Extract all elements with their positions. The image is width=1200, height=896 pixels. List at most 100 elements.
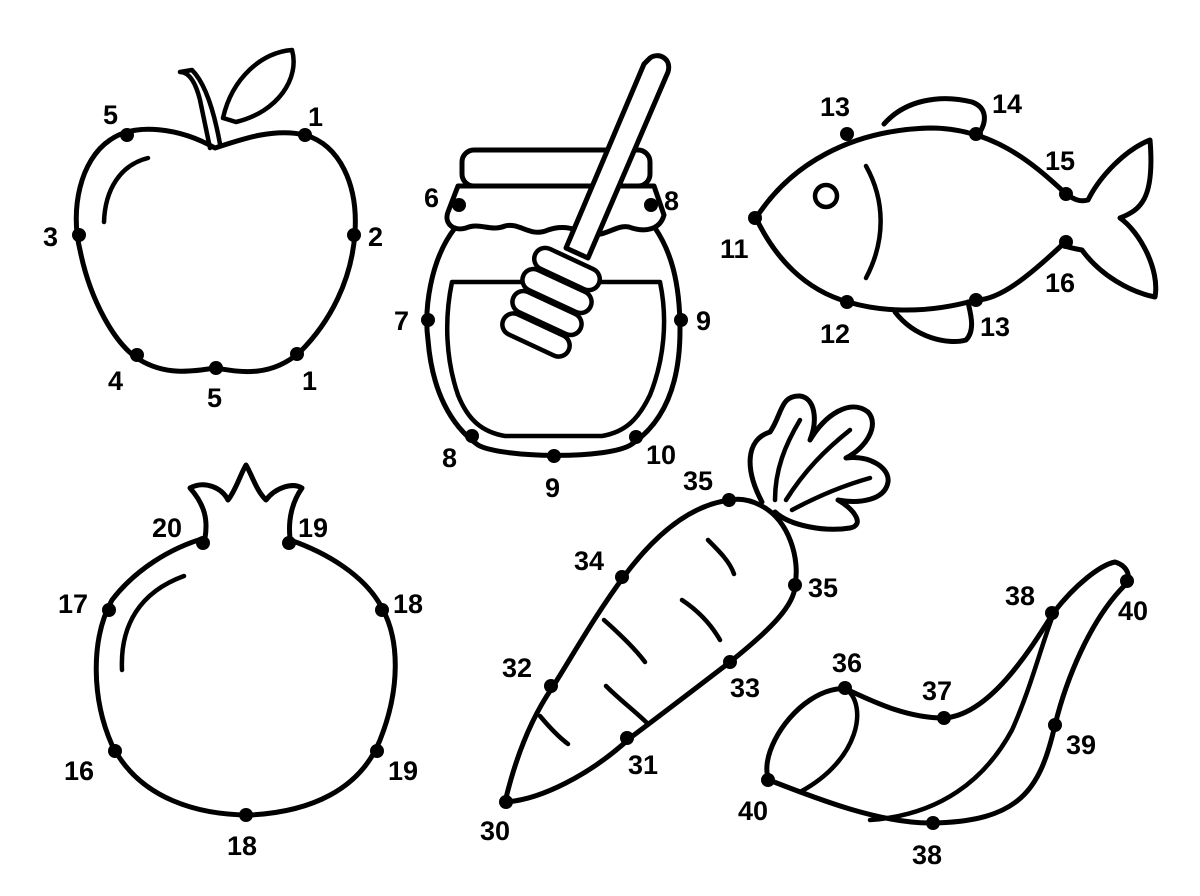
carrot-dot-32 — [544, 679, 558, 693]
shofar-label-36: 36 — [832, 648, 862, 678]
pom-dot-19-top — [282, 536, 296, 550]
shofar-label-37: 37 — [922, 676, 952, 706]
fish-label-15: 15 — [1045, 146, 1075, 176]
fish-body — [753, 125, 1159, 313]
apple-shine — [101, 155, 151, 225]
pom-label-16: 16 — [64, 756, 94, 786]
shofar-label-38-top: 38 — [1005, 581, 1035, 611]
shofar-dot-37 — [937, 711, 951, 725]
pom-label-19-top: 19 — [298, 513, 328, 543]
apple-dot-5-bottom — [209, 361, 223, 375]
fish-label-16: 16 — [1045, 268, 1075, 298]
fish-dot-13-top — [840, 127, 854, 141]
pom-label-20: 20 — [152, 513, 182, 543]
shofar-figure: 38 40 36 37 39 40 38 — [738, 559, 1148, 870]
jar-cloth — [444, 183, 667, 238]
carrot-dot-34 — [615, 570, 629, 584]
apple-dot-1-bottom — [290, 347, 304, 361]
jar-dot-9-bottom — [547, 449, 561, 463]
apple-dot-5-top — [120, 128, 134, 142]
apple-dot-4 — [130, 348, 144, 362]
pom-dot-19-bottom — [370, 744, 384, 758]
fish-label-11: 11 — [720, 234, 749, 264]
apple-label-2: 2 — [368, 222, 383, 252]
pom-dot-16 — [108, 744, 122, 758]
fish-eye — [812, 182, 840, 210]
fish-dot-13-bottom — [969, 293, 983, 307]
carrot-label-35-right: 35 — [808, 573, 838, 603]
jar-label-9-right: 9 — [696, 306, 711, 336]
apple-label-5-top: 5 — [103, 100, 118, 130]
apple-figure: 1 2 1 5 4 3 5 — [43, 47, 383, 413]
carrot-label-30: 30 — [480, 816, 510, 846]
fish-dot-12 — [840, 295, 854, 309]
apple-label-1-top: 1 — [308, 102, 323, 132]
shofar-dot-38-bottom — [926, 816, 940, 830]
fish-dot-11 — [748, 211, 762, 225]
honey-dipper-stick — [563, 53, 672, 261]
carrot-dot-33 — [723, 655, 737, 669]
shofar-dot-40-top — [1120, 574, 1134, 588]
carrot-label-34: 34 — [574, 546, 604, 576]
pomegranate-shine — [119, 573, 187, 673]
jar-dot-10 — [629, 430, 643, 444]
fish-label-12: 12 — [820, 319, 850, 349]
apple-stem — [177, 67, 223, 151]
fish-gill — [863, 163, 883, 281]
shofar-label-39: 39 — [1066, 730, 1096, 760]
pom-dot-18-right — [375, 603, 389, 617]
shofar-inner-curve — [867, 615, 1055, 823]
jar-dot-8-top — [644, 198, 658, 212]
carrot-lines — [537, 537, 737, 747]
jar-label-7: 7 — [394, 306, 409, 336]
apple-dot-1-top — [298, 128, 312, 142]
carrot-dot-30 — [499, 795, 513, 809]
shofar-label-40-top: 40 — [1118, 596, 1148, 626]
carrot-dot-35-right — [788, 578, 802, 592]
jar-label-9-bottom: 9 — [545, 473, 560, 503]
apple-dot-2 — [347, 228, 361, 242]
fish-label-14: 14 — [992, 89, 1022, 119]
carrot-leaf-veins — [772, 417, 873, 513]
pomegranate-crown — [187, 462, 305, 541]
pom-dot-18-bottom — [239, 808, 253, 822]
shofar-dot-36 — [838, 681, 852, 695]
shofar-dot-38-top — [1045, 606, 1059, 620]
apple-label-3: 3 — [43, 222, 58, 252]
fish-dot-15 — [1059, 187, 1073, 201]
fish-bottom-fin — [892, 299, 975, 345]
carrot-label-31: 31 — [628, 750, 658, 780]
apple-label-4: 4 — [108, 366, 123, 396]
pomegranate-body — [93, 535, 398, 818]
carrot-label-32: 32 — [502, 653, 532, 683]
fish-label-13-bottom: 13 — [980, 312, 1010, 342]
pom-dot-20 — [196, 536, 210, 550]
apple-label-5-bottom: 5 — [207, 383, 222, 413]
apple-leaf — [220, 47, 296, 125]
shofar-label-40-bottom: 40 — [738, 796, 768, 826]
jar-dot-9-right — [674, 313, 688, 327]
jar-label-10: 10 — [646, 440, 676, 470]
fish-label-13-top: 13 — [820, 92, 850, 122]
pom-label-17: 17 — [58, 589, 88, 619]
jar-label-6: 6 — [424, 183, 439, 213]
jar-dot-8-bottom — [465, 429, 479, 443]
fish-figure: 13 14 15 11 16 12 13 — [720, 89, 1159, 349]
pom-label-18-bottom: 18 — [227, 831, 257, 861]
pom-label-19-bottom: 19 — [388, 756, 418, 786]
jar-label-8-bottom: 8 — [442, 443, 457, 473]
pom-dot-17 — [102, 603, 116, 617]
shofar-dot-39 — [1048, 718, 1062, 732]
honey-jar-figure: 6 8 7 9 8 9 10 — [394, 53, 711, 503]
fish-dot-16 — [1059, 235, 1073, 249]
pomegranate-figure: 20 19 17 18 16 19 18 — [58, 462, 423, 861]
carrot-dot-31 — [620, 731, 634, 745]
shofar-label-38-bottom: 38 — [912, 840, 942, 870]
fish-top-fin — [881, 96, 987, 135]
shofar-mouth-ring — [797, 686, 860, 795]
carrot-figure: 35 34 35 32 33 31 30 — [480, 393, 891, 846]
jar-label-8-top: 8 — [664, 186, 679, 216]
fish-dot-14 — [969, 127, 983, 141]
jar-dot-7 — [421, 313, 435, 327]
